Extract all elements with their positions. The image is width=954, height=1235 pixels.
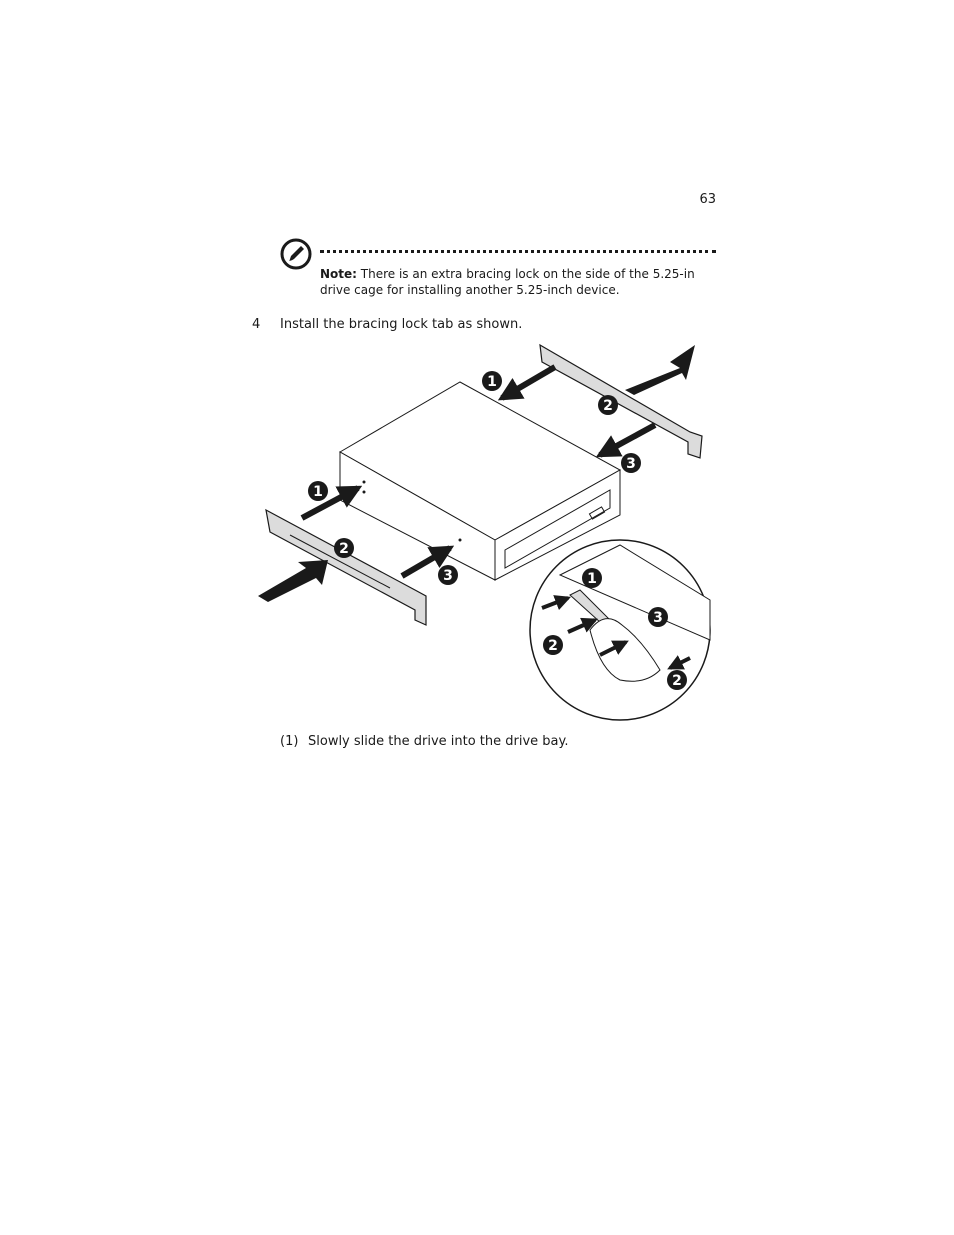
note-pen-icon	[280, 238, 312, 270]
substep-text: Slowly slide the drive into the drive ba…	[308, 734, 569, 749]
callout-2: 2	[603, 398, 613, 414]
callout-1: 1	[487, 374, 497, 390]
callout-5: 2	[339, 541, 349, 557]
step-number: 4	[252, 317, 261, 332]
note-body: There is an extra bracing lock on the si…	[320, 267, 695, 297]
callout-7: 1	[587, 571, 597, 587]
page-number: 63	[699, 192, 716, 207]
callout-3: 3	[626, 456, 636, 472]
substep-number: (1)	[280, 734, 299, 749]
callout-9: 2	[548, 638, 558, 654]
callout-4: 1	[313, 484, 323, 500]
callout-6: 3	[443, 568, 453, 584]
note-label: Note:	[320, 267, 357, 281]
step-text: Install the bracing lock tab as shown.	[280, 317, 523, 332]
right-bracket	[539, 343, 703, 459]
push-arrow-left	[258, 560, 328, 602]
callout-8: 3	[653, 610, 663, 626]
bracing-lock-illustration: 1 2 3 1 2 3 1 3 2 2	[258, 343, 711, 721]
callout-10: 2	[672, 673, 682, 689]
optical-drive	[338, 381, 622, 581]
note-text: Note: There is an extra bracing lock on …	[320, 266, 720, 298]
push-arrow-right	[625, 345, 695, 395]
note-divider	[320, 250, 716, 253]
left-bracket	[265, 508, 427, 626]
